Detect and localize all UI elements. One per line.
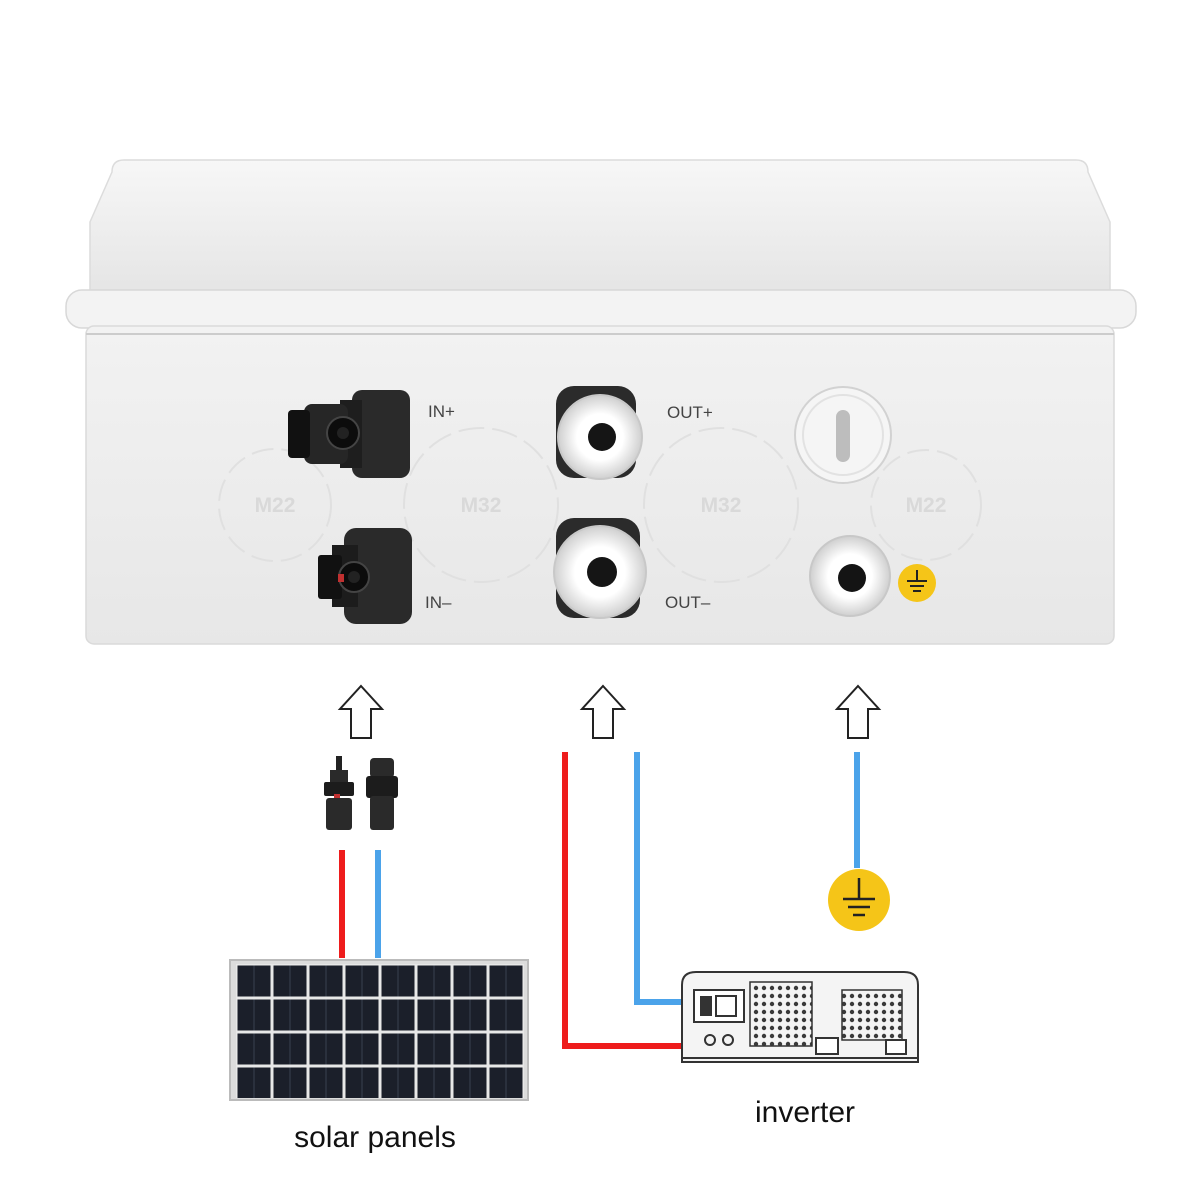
mc4-input-plus-connector-icon (288, 390, 410, 478)
knockout-right-m22: M22 (870, 449, 982, 561)
up-arrow-icon-solar (337, 684, 385, 739)
junction-box: M22 M32 M32 M22 IN+ (65, 159, 1137, 645)
knockout-left-m22: M22 (218, 448, 332, 562)
svg-text:M22: M22 (906, 494, 947, 517)
label-in-minus: IN– (425, 593, 452, 612)
enclosure-lid (89, 159, 1111, 301)
knockout-mid-right-m32: M32 (643, 427, 799, 583)
wires (339, 752, 860, 1049)
knockout-mid-left-m32: M32 (403, 427, 559, 583)
ground-symbol-icon (828, 869, 890, 931)
mc4-connector-icon (324, 756, 398, 830)
inverter-negative-wire (634, 752, 682, 1005)
inverter-positive-wire (562, 752, 682, 1049)
inverter-label: inverter (755, 1096, 855, 1129)
label-out-minus: OUT– (665, 593, 711, 612)
enclosure-lid-rim (65, 289, 1137, 329)
label-in-plus: IN+ (428, 402, 455, 421)
cable-gland-out-minus-icon (553, 518, 647, 619)
breather-plug-icon (794, 386, 892, 484)
svg-text:M22: M22 (255, 494, 296, 517)
cable-gland-out-plus-icon (556, 386, 643, 480)
ground-badge-small-icon (898, 564, 936, 602)
svg-text:M32: M32 (461, 494, 502, 517)
mc4-input-minus-connector-icon (318, 528, 412, 624)
up-arrow-icon-ground (834, 684, 882, 739)
inverter-icon (681, 971, 919, 1063)
label-out-plus: OUT+ (667, 403, 713, 422)
cable-gland-ground-icon (809, 535, 891, 617)
svg-text:M32: M32 (701, 494, 742, 517)
up-arrow-icon-inverter (579, 684, 627, 739)
solar-panel-icon (229, 959, 529, 1101)
solar-panels-label: solar panels (294, 1121, 456, 1154)
